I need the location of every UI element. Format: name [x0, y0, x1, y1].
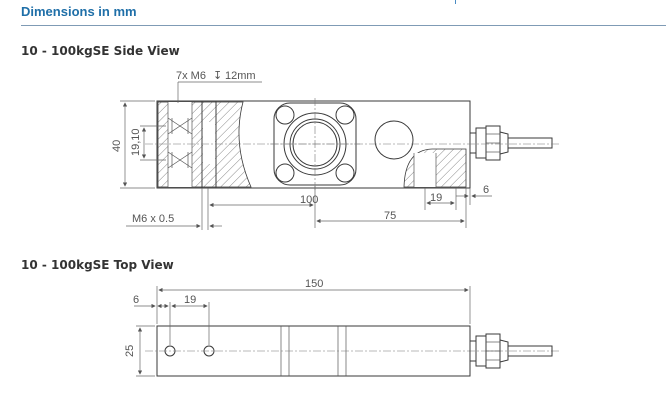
top-offset-6-label: 6 — [133, 294, 139, 306]
page-title: Dimensions in mm — [21, 4, 137, 19]
length-6-label: 6 — [483, 184, 489, 196]
side-cable-gland — [469, 125, 553, 161]
header-divider — [21, 25, 666, 26]
length-19-label: 19 — [430, 192, 442, 204]
side-secondary-bore — [374, 120, 414, 160]
thread-callout: 7x M6 — [176, 70, 206, 82]
length-75-label: 75 — [384, 210, 396, 222]
top-width-25-label: 25 — [124, 345, 136, 357]
side-left-mount-section — [157, 101, 252, 188]
top-cable-gland — [469, 333, 553, 369]
top-spacing-19-label: 19 — [184, 294, 196, 306]
top-length-150-label: 150 — [305, 278, 323, 290]
top-view-title: 10 - 100kgSE Top View — [21, 258, 174, 272]
bolt-size-label: M6 x 0.5 — [132, 213, 174, 225]
length-100-label: 100 — [300, 194, 318, 206]
side-view-title: 10 - 100kgSE Side View — [21, 44, 180, 58]
height-40-label: 40 — [111, 140, 123, 152]
top-view-drawing: 150 6 19 25 — [124, 278, 560, 377]
hole-spacing-label: 19,10 — [130, 128, 142, 156]
header-marker — [455, 0, 456, 4]
thread-depth-label: 12mm — [225, 70, 256, 82]
side-view-drawing: 7x M6 ↧ 12mm 40 19,10 M6 x 0.5 100 75 19… — [111, 70, 560, 230]
depth-symbol: ↧ — [213, 70, 222, 82]
